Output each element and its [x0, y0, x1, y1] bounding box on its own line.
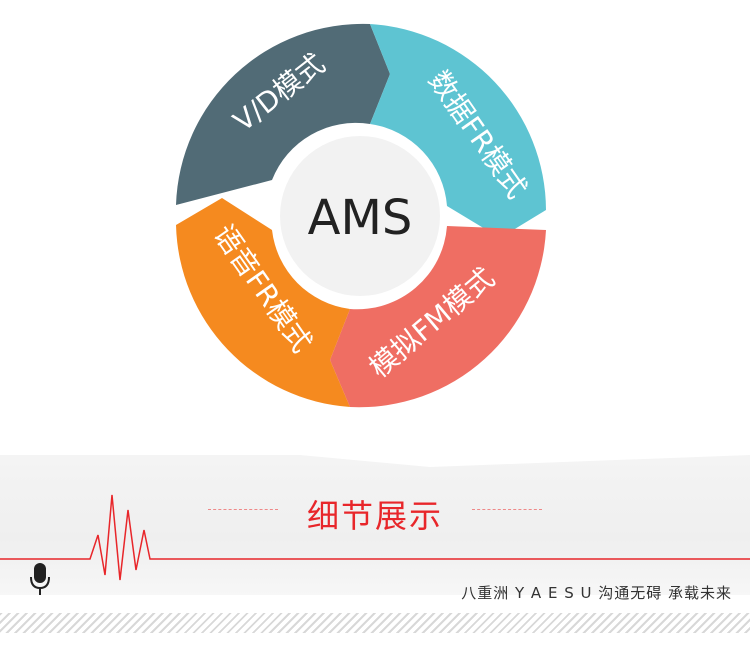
hatched-divider [0, 613, 750, 633]
title-dash-right [472, 509, 542, 510]
segment-voice-fr-mode [176, 198, 350, 407]
brand-slogan: 八重洲 Y A E S U 沟通无碍 承载未来 [461, 584, 732, 602]
microphone-icon [30, 563, 50, 595]
banner-background [0, 455, 750, 595]
segment-analog-fm-mode [330, 226, 546, 408]
heartbeat-line-icon [0, 494, 750, 581]
segment-vd-mode [176, 23, 390, 206]
title-dash-left [208, 509, 278, 510]
center-circle [280, 136, 440, 296]
segment-data-fr-mode [370, 24, 546, 238]
ams-cycle-diagram: AMS V/D模式 数据FR模式 模拟FM模式 语音FR模式 [176, 23, 546, 408]
center-label: AMS [308, 190, 413, 246]
banner-notch [0, 455, 750, 467]
detail-banner: 细节展示 八重洲 Y A E S U 沟通无碍 承载未来 [0, 455, 750, 663]
banner-title: 细节展示 [306, 497, 443, 535]
